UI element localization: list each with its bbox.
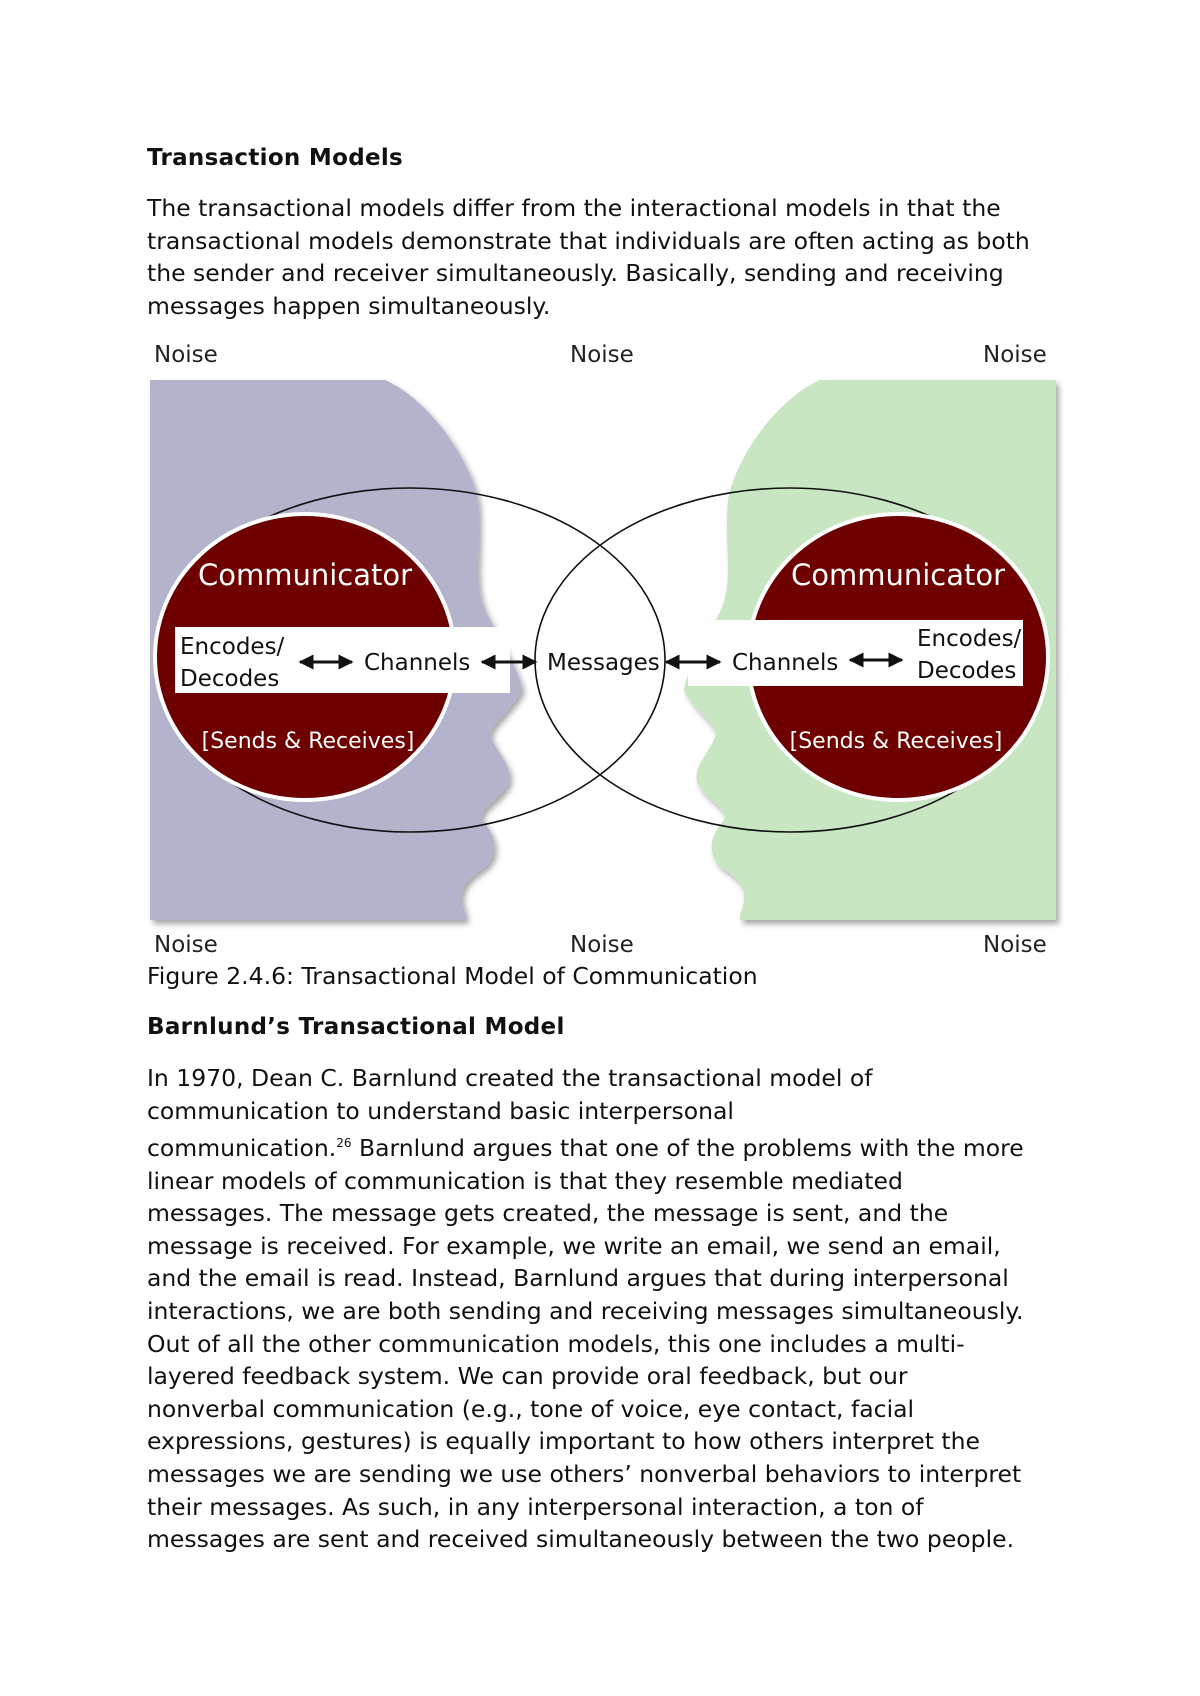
section-heading-barnlund: Barnlund’s Transactional Model	[147, 1014, 565, 1040]
left-channels-label: Channels	[364, 650, 470, 676]
barnlund-paragraph-end: Barnlund argues that one of the problems…	[147, 1134, 1024, 1554]
messages-label: Messages	[547, 650, 660, 676]
noise-label-bottom-left: Noise	[154, 932, 218, 958]
noise-label-top-center: Noise	[570, 342, 634, 368]
right-sends-receives-label: [Sends & Receives]	[790, 729, 1003, 754]
transactional-model-diagram: Communicator Communicator Encodes/ Decod…	[150, 380, 1056, 920]
right-channels-label: Channels	[732, 650, 838, 676]
left-decodes-label: Decodes	[180, 666, 279, 692]
left-communicator-title: Communicator	[198, 558, 412, 592]
right-decodes-label: Decodes	[917, 658, 1016, 684]
barnlund-paragraph: In 1970, Dean C. Barnlund created the tr…	[147, 1062, 1067, 1556]
intro-paragraph: The transactional models differ from the…	[147, 194, 1030, 320]
noise-label-top-right: Noise	[983, 342, 1047, 368]
left-sends-receives-label: [Sends & Receives]	[202, 729, 415, 754]
right-encodes-label: Encodes/	[917, 626, 1022, 652]
figure-caption: Figure 2.4.6: Transactional Model of Com…	[147, 962, 758, 990]
barnlund-paragraph-start: In 1970, Dean C. Barnlund created the tr…	[147, 1064, 873, 1163]
noise-label-top-left: Noise	[154, 342, 218, 368]
noise-label-bottom-center: Noise	[570, 932, 634, 958]
right-communicator-title: Communicator	[791, 558, 1005, 592]
footnote-marker[interactable]: 26	[336, 1136, 352, 1151]
left-encodes-label: Encodes/	[180, 634, 285, 660]
noise-label-bottom-right: Noise	[983, 932, 1047, 958]
section-heading: Transaction Models	[147, 145, 404, 171]
